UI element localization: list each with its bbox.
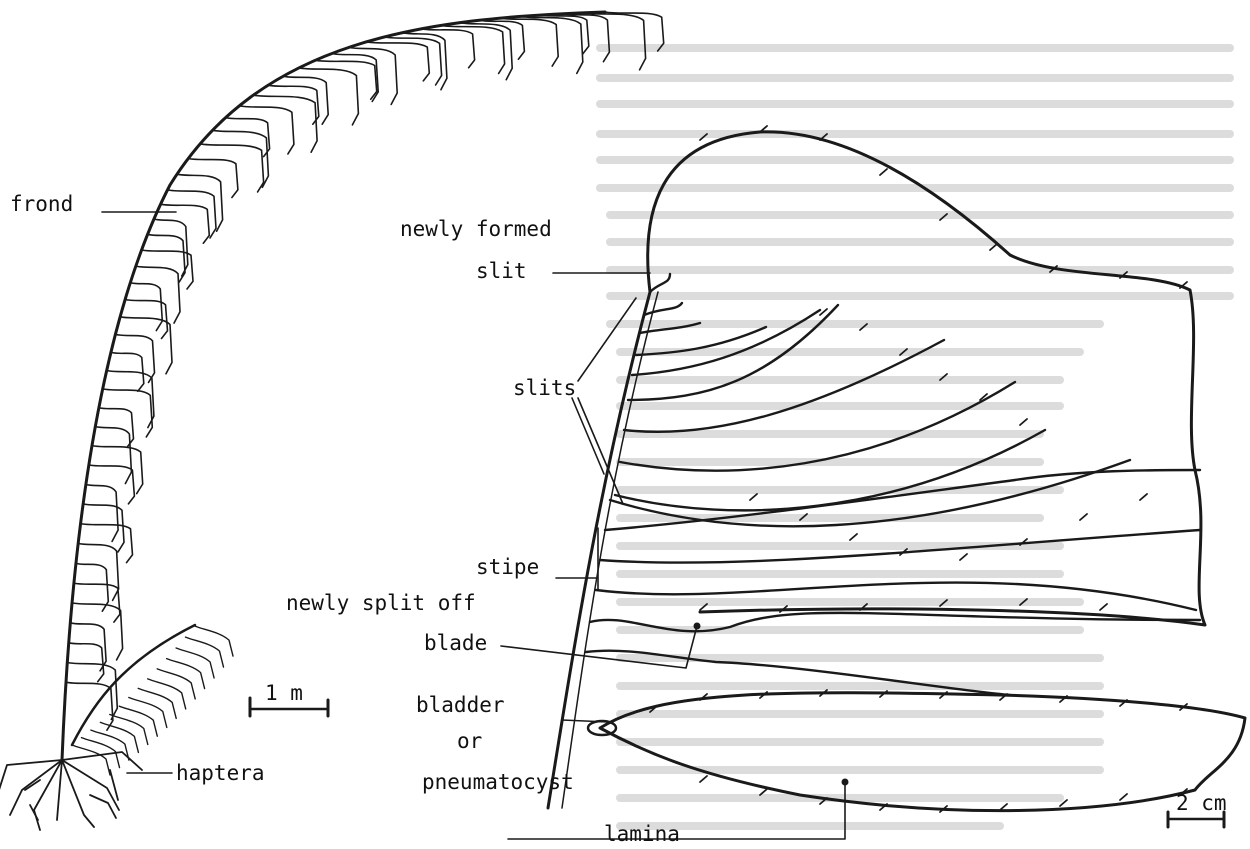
- frond-blade: [562, 14, 609, 62]
- secondary-blade: [110, 715, 148, 745]
- secondary-blade: [119, 706, 157, 736]
- tooth: [1100, 604, 1107, 610]
- label-newly-split-off: newly split off: [286, 591, 476, 615]
- label-newly-formed: newly formed: [400, 217, 552, 241]
- label-lamina: lamina: [604, 822, 680, 846]
- tooth: [1020, 419, 1027, 425]
- frond-blade: [268, 85, 319, 124]
- frond-blade: [299, 68, 359, 125]
- frond-blade: [213, 130, 269, 187]
- blade-detail-figure: [548, 126, 1245, 812]
- frond-blade: [253, 95, 317, 152]
- tooth: [1140, 494, 1147, 500]
- frond-blade: [81, 524, 133, 563]
- frond-blade: [66, 682, 113, 730]
- frond-blade: [130, 283, 162, 331]
- label-or: or: [457, 729, 482, 753]
- frond-blade: [441, 26, 505, 74]
- label-bladder: bladder: [416, 693, 505, 717]
- label-slit: slit: [476, 259, 527, 283]
- label-blade: blade: [424, 631, 487, 655]
- frond-blade: [89, 465, 135, 504]
- secondary-blade: [100, 722, 138, 752]
- label-frond: frond: [10, 192, 73, 216]
- tooth: [1120, 794, 1127, 800]
- frond-blade: [69, 643, 104, 682]
- tooth: [880, 169, 887, 175]
- frond-blade: [315, 60, 377, 99]
- detail-blade-edge: [644, 303, 682, 315]
- frond-blade: [107, 371, 154, 428]
- label-haptera: haptera: [176, 761, 265, 785]
- secondary-frond-blades: [72, 626, 233, 775]
- tooth: [1000, 804, 1007, 810]
- label-scale-1m: 1 m: [265, 681, 303, 705]
- haptera-holdfast: [0, 752, 142, 830]
- frond-blade: [283, 76, 328, 124]
- frond-blade: [95, 427, 131, 484]
- frond-blade: [103, 389, 153, 437]
- frond-blade: [120, 317, 172, 374]
- frond-blade: [520, 16, 582, 73]
- detail-blade-edge: [650, 274, 670, 292]
- tooth: [750, 494, 757, 500]
- tooth: [700, 776, 707, 782]
- secondary-frond-axis: [72, 625, 195, 745]
- label-slits: slits: [513, 376, 576, 400]
- tooth: [850, 534, 857, 540]
- hapteron: [30, 805, 38, 820]
- frond-blade: [584, 13, 646, 70]
- frond-blades: [66, 12, 664, 730]
- label-scale-2cm: 2 cm: [1176, 791, 1227, 815]
- frond-blade: [86, 484, 118, 541]
- label-pneumatocyst: pneumatocyst: [422, 770, 574, 794]
- tooth: [1080, 514, 1087, 520]
- frond-blade: [78, 543, 119, 600]
- frond-blade: [148, 234, 185, 282]
- frond-blade: [136, 266, 180, 323]
- frond-blade: [72, 603, 123, 660]
- frond-blade: [200, 144, 264, 192]
- hapteron: [62, 760, 119, 810]
- frond-blade: [74, 583, 120, 622]
- label-stipe: stipe: [476, 555, 539, 579]
- secondary-blade: [195, 626, 233, 656]
- tooth: [960, 554, 967, 560]
- bleed-through-text: [600, 48, 1230, 826]
- frond-blade: [226, 118, 270, 157]
- frond-blade: [161, 204, 210, 243]
- frond-blade: [500, 18, 558, 66]
